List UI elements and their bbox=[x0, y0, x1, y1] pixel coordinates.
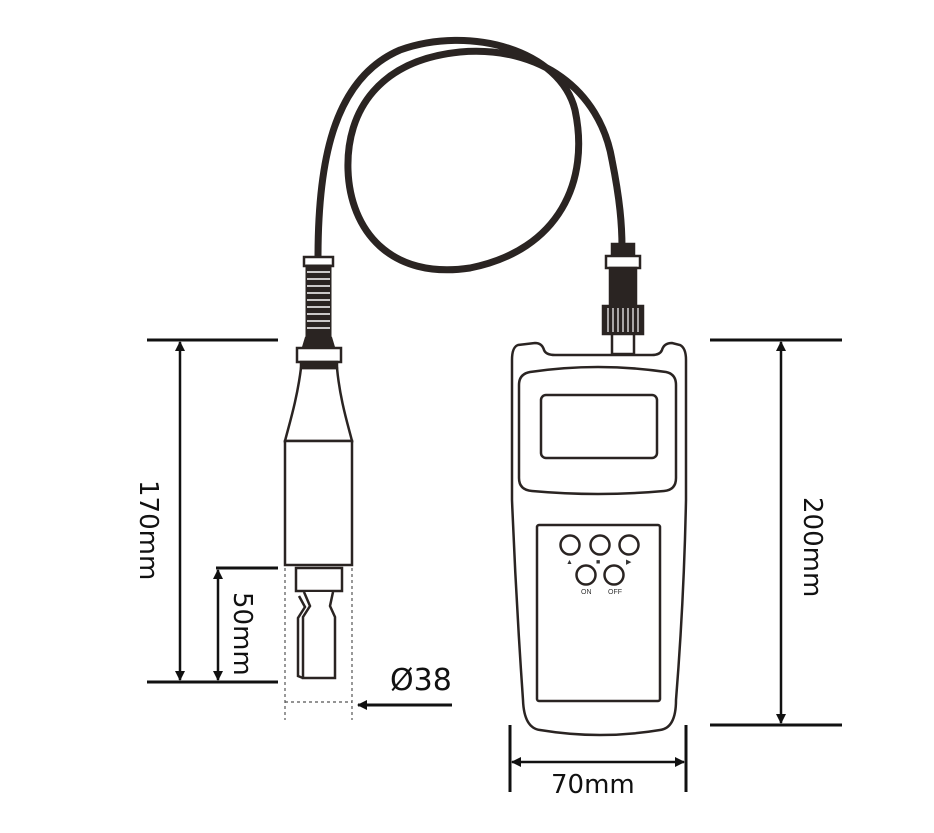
probe-taper bbox=[283, 366, 354, 443]
probe bbox=[283, 255, 354, 680]
sensor-tip bbox=[301, 591, 337, 680]
meter-height-label: 200mm bbox=[797, 497, 827, 597]
probe-length-dimension bbox=[147, 338, 278, 684]
probe-lower-collar bbox=[294, 566, 344, 593]
sensor-length-dimension bbox=[213, 566, 278, 681]
button-up[interactable] bbox=[559, 534, 581, 556]
meter-width-dimension bbox=[508, 725, 688, 792]
cable bbox=[314, 36, 626, 274]
diameter-label: Ø38 bbox=[390, 663, 452, 698]
display-screen bbox=[539, 393, 659, 460]
button-on[interactable] bbox=[575, 564, 597, 586]
right-arrow-icon: ▶ bbox=[626, 559, 632, 566]
probe-body bbox=[283, 439, 354, 567]
meter-height-dimension bbox=[710, 338, 842, 727]
power-on-icon: ON bbox=[581, 589, 592, 596]
button-right[interactable] bbox=[618, 534, 640, 556]
square-icon: ■ bbox=[596, 559, 600, 566]
meter-width-label: 70mm bbox=[551, 770, 635, 800]
handheld-meter bbox=[510, 341, 688, 737]
strain-relief-spring bbox=[305, 264, 332, 338]
probe-length-label: 170mm bbox=[133, 480, 163, 580]
sensor-length-label: 50mm bbox=[227, 592, 257, 676]
button-off[interactable] bbox=[603, 564, 625, 586]
power-off-icon: OFF bbox=[608, 589, 622, 596]
diameter-guides bbox=[284, 568, 353, 720]
button-enter[interactable] bbox=[589, 534, 611, 556]
up-arrow-icon: ▲ bbox=[566, 559, 573, 566]
probe-collar bbox=[295, 346, 343, 364]
keypad-panel bbox=[535, 523, 662, 703]
meter-connector bbox=[601, 242, 645, 356]
